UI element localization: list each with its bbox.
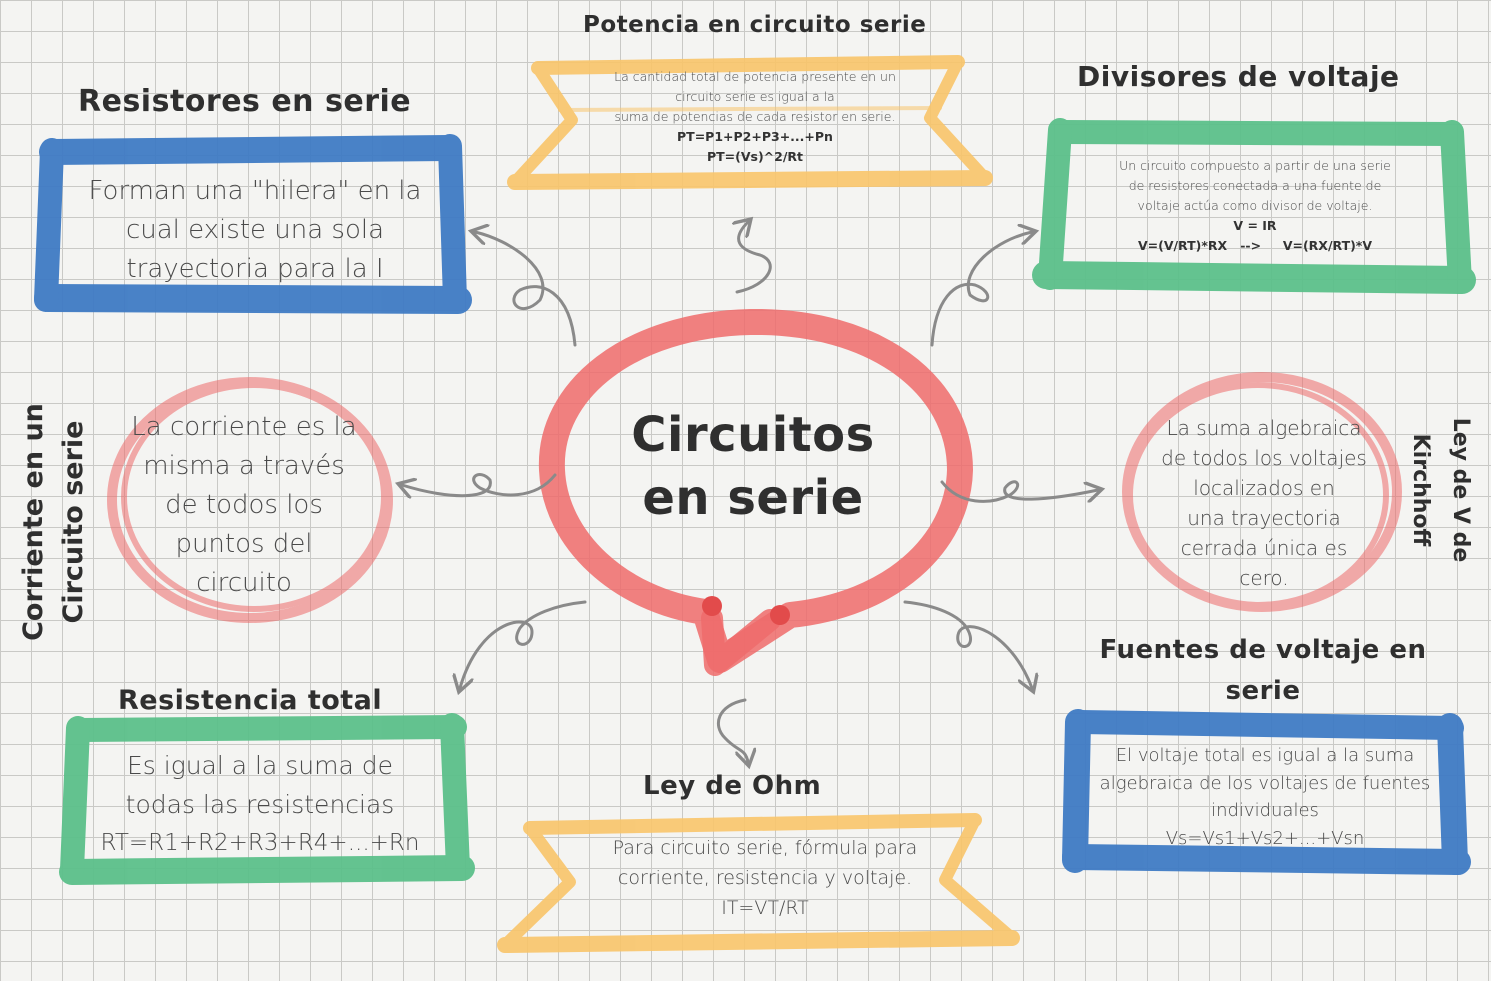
corriente-line-1: La corriente es la xyxy=(131,412,357,442)
corriente-line-4: puntos del xyxy=(175,529,313,559)
resistores-frame xyxy=(34,134,472,314)
resistores-title: Resistores en serie xyxy=(78,84,412,119)
arrow-divisores xyxy=(930,232,1032,347)
potencia-formula-2: PT=(Vs)^2/Rt xyxy=(706,149,804,164)
resistencia-total-title: Resistencia total xyxy=(118,685,383,716)
divisores-title: Divisores de voltaje xyxy=(1077,60,1400,93)
kirchhoff-line-5: cerrada única es xyxy=(1180,536,1348,560)
resistencia-total-text: Es igual a la suma de todas las resisten… xyxy=(75,746,445,863)
arrow-potencia xyxy=(737,222,772,294)
ohm-text: Para circuito serie, fórmula para corrie… xyxy=(575,833,955,923)
fuentes-title: Fuentes de voltaje en serie xyxy=(1068,630,1458,712)
ohm-line-1: Para circuito serie, fórmula para xyxy=(612,837,918,859)
arrow-kirchhoff xyxy=(940,480,1098,503)
divisores-line-1: Un circuito compuesto a partir de una se… xyxy=(1119,158,1391,173)
fuentes-title-line-2: serie xyxy=(1225,676,1301,706)
fuentes-line-2: algebraica de los voltajes de fuentes xyxy=(1099,772,1431,794)
divisores-line-3: voltaje actúa como divisor de voltaje. xyxy=(1137,198,1373,213)
corriente-circle xyxy=(107,377,393,623)
arrow-fuentes xyxy=(903,600,1032,688)
fuentes-line-1: El voltaje total es igual a la suma xyxy=(1115,745,1415,766)
potencia-line-3: suma de potencias de cada resistor en se… xyxy=(614,109,896,124)
arrow-resistencia-total xyxy=(460,600,587,688)
corriente-title-line-1: Corriente en un xyxy=(18,403,49,641)
resistores-line-2: cual existe una sola xyxy=(125,215,385,245)
divisores-frame xyxy=(1032,118,1476,294)
divisores-text: Un circuito compuesto a partir de una se… xyxy=(1075,156,1435,256)
potencia-line-1: La cantidad total de potencia presente e… xyxy=(614,69,896,84)
kirchhoff-line-2: de todos los voltajes xyxy=(1161,446,1367,470)
ohm-banner xyxy=(497,813,1020,953)
resistores-line-1: Forman una "hilera" en la xyxy=(88,176,422,206)
ohm-title: Ley de Ohm xyxy=(643,771,822,801)
center-title-line1: Circuitos xyxy=(631,407,875,463)
corriente-title: Corriente en un Circuito serie xyxy=(14,392,94,652)
kirchhoff-line-4: una trayectoria xyxy=(1187,506,1341,530)
arrow-ohm xyxy=(716,698,748,762)
fuentes-text: El voltaje total es igual a la suma alge… xyxy=(1080,742,1450,852)
corriente-text: La corriente es la misma a través de tod… xyxy=(114,408,374,603)
kirchhoff-line-6: cero. xyxy=(1239,566,1289,590)
connector-arrows xyxy=(402,222,1098,762)
resistencia-total-frame xyxy=(59,713,475,885)
resistencia-total-line-2: todas las resistencias xyxy=(125,790,395,819)
kirchhoff-title-line-1: Ley de V de xyxy=(1448,417,1473,563)
resistores-line-3: trayectoria para la I xyxy=(126,254,384,284)
potencia-formula-1: PT=P1+P2+P3+...+Pn xyxy=(677,129,833,144)
kirchhoff-line-1: La suma algebraica xyxy=(1166,416,1362,440)
kirchhoff-circle xyxy=(1122,372,1402,612)
corriente-line-2: misma a través xyxy=(143,451,345,481)
divisores-formula-2: V=(V/RT)*RX --> V=(RX/RT)*V xyxy=(1137,238,1373,253)
corriente-line-3: de todos los xyxy=(165,490,323,520)
resistencia-total-line-3: RT=R1+R2+R3+R4+...+Rn xyxy=(100,830,420,856)
kirchhoff-title: Ley de V de Kirchhoff xyxy=(1400,390,1480,590)
fuentes-frame xyxy=(1062,709,1471,875)
resistores-text: Forman una "hilera" en la cual existe un… xyxy=(65,172,445,289)
kirchhoff-text: La suma algebraica de todos los voltajes… xyxy=(1144,413,1384,593)
divisores-formula-1: V = IR xyxy=(1233,218,1277,233)
fuentes-line-3: individuales xyxy=(1211,800,1319,821)
center-bubble xyxy=(538,308,973,676)
divisores-line-2: de resistores conectada a una fuente de xyxy=(1128,178,1382,193)
ohm-line-3: IT=VT/RT xyxy=(721,897,809,919)
resistencia-total-line-1: Es igual a la suma de xyxy=(127,751,393,780)
potencia-text: La cantidad total de potencia presente e… xyxy=(575,67,935,167)
potencia-banner xyxy=(507,55,993,190)
fuentes-line-4: Vs=Vs1+Vs2+...+Vsn xyxy=(1165,827,1365,849)
arrow-corriente xyxy=(402,473,557,496)
potencia-title: Potencia en circuito serie xyxy=(583,12,927,38)
fuentes-title-line-1: Fuentes de voltaje en xyxy=(1099,635,1427,665)
corriente-line-5: circuito xyxy=(196,568,292,598)
ohm-line-2: corriente, resistencia y voltaje. xyxy=(617,867,913,889)
kirchhoff-title-line-2: Kirchhoff xyxy=(1408,433,1433,547)
arrow-resistores xyxy=(475,232,577,347)
potencia-line-2: circuito serie es igual a la xyxy=(675,89,835,104)
kirchhoff-line-3: localizados en xyxy=(1193,476,1335,500)
center-title-line2: en serie xyxy=(642,470,864,526)
corriente-title-line-2: Circuito serie xyxy=(58,420,89,624)
